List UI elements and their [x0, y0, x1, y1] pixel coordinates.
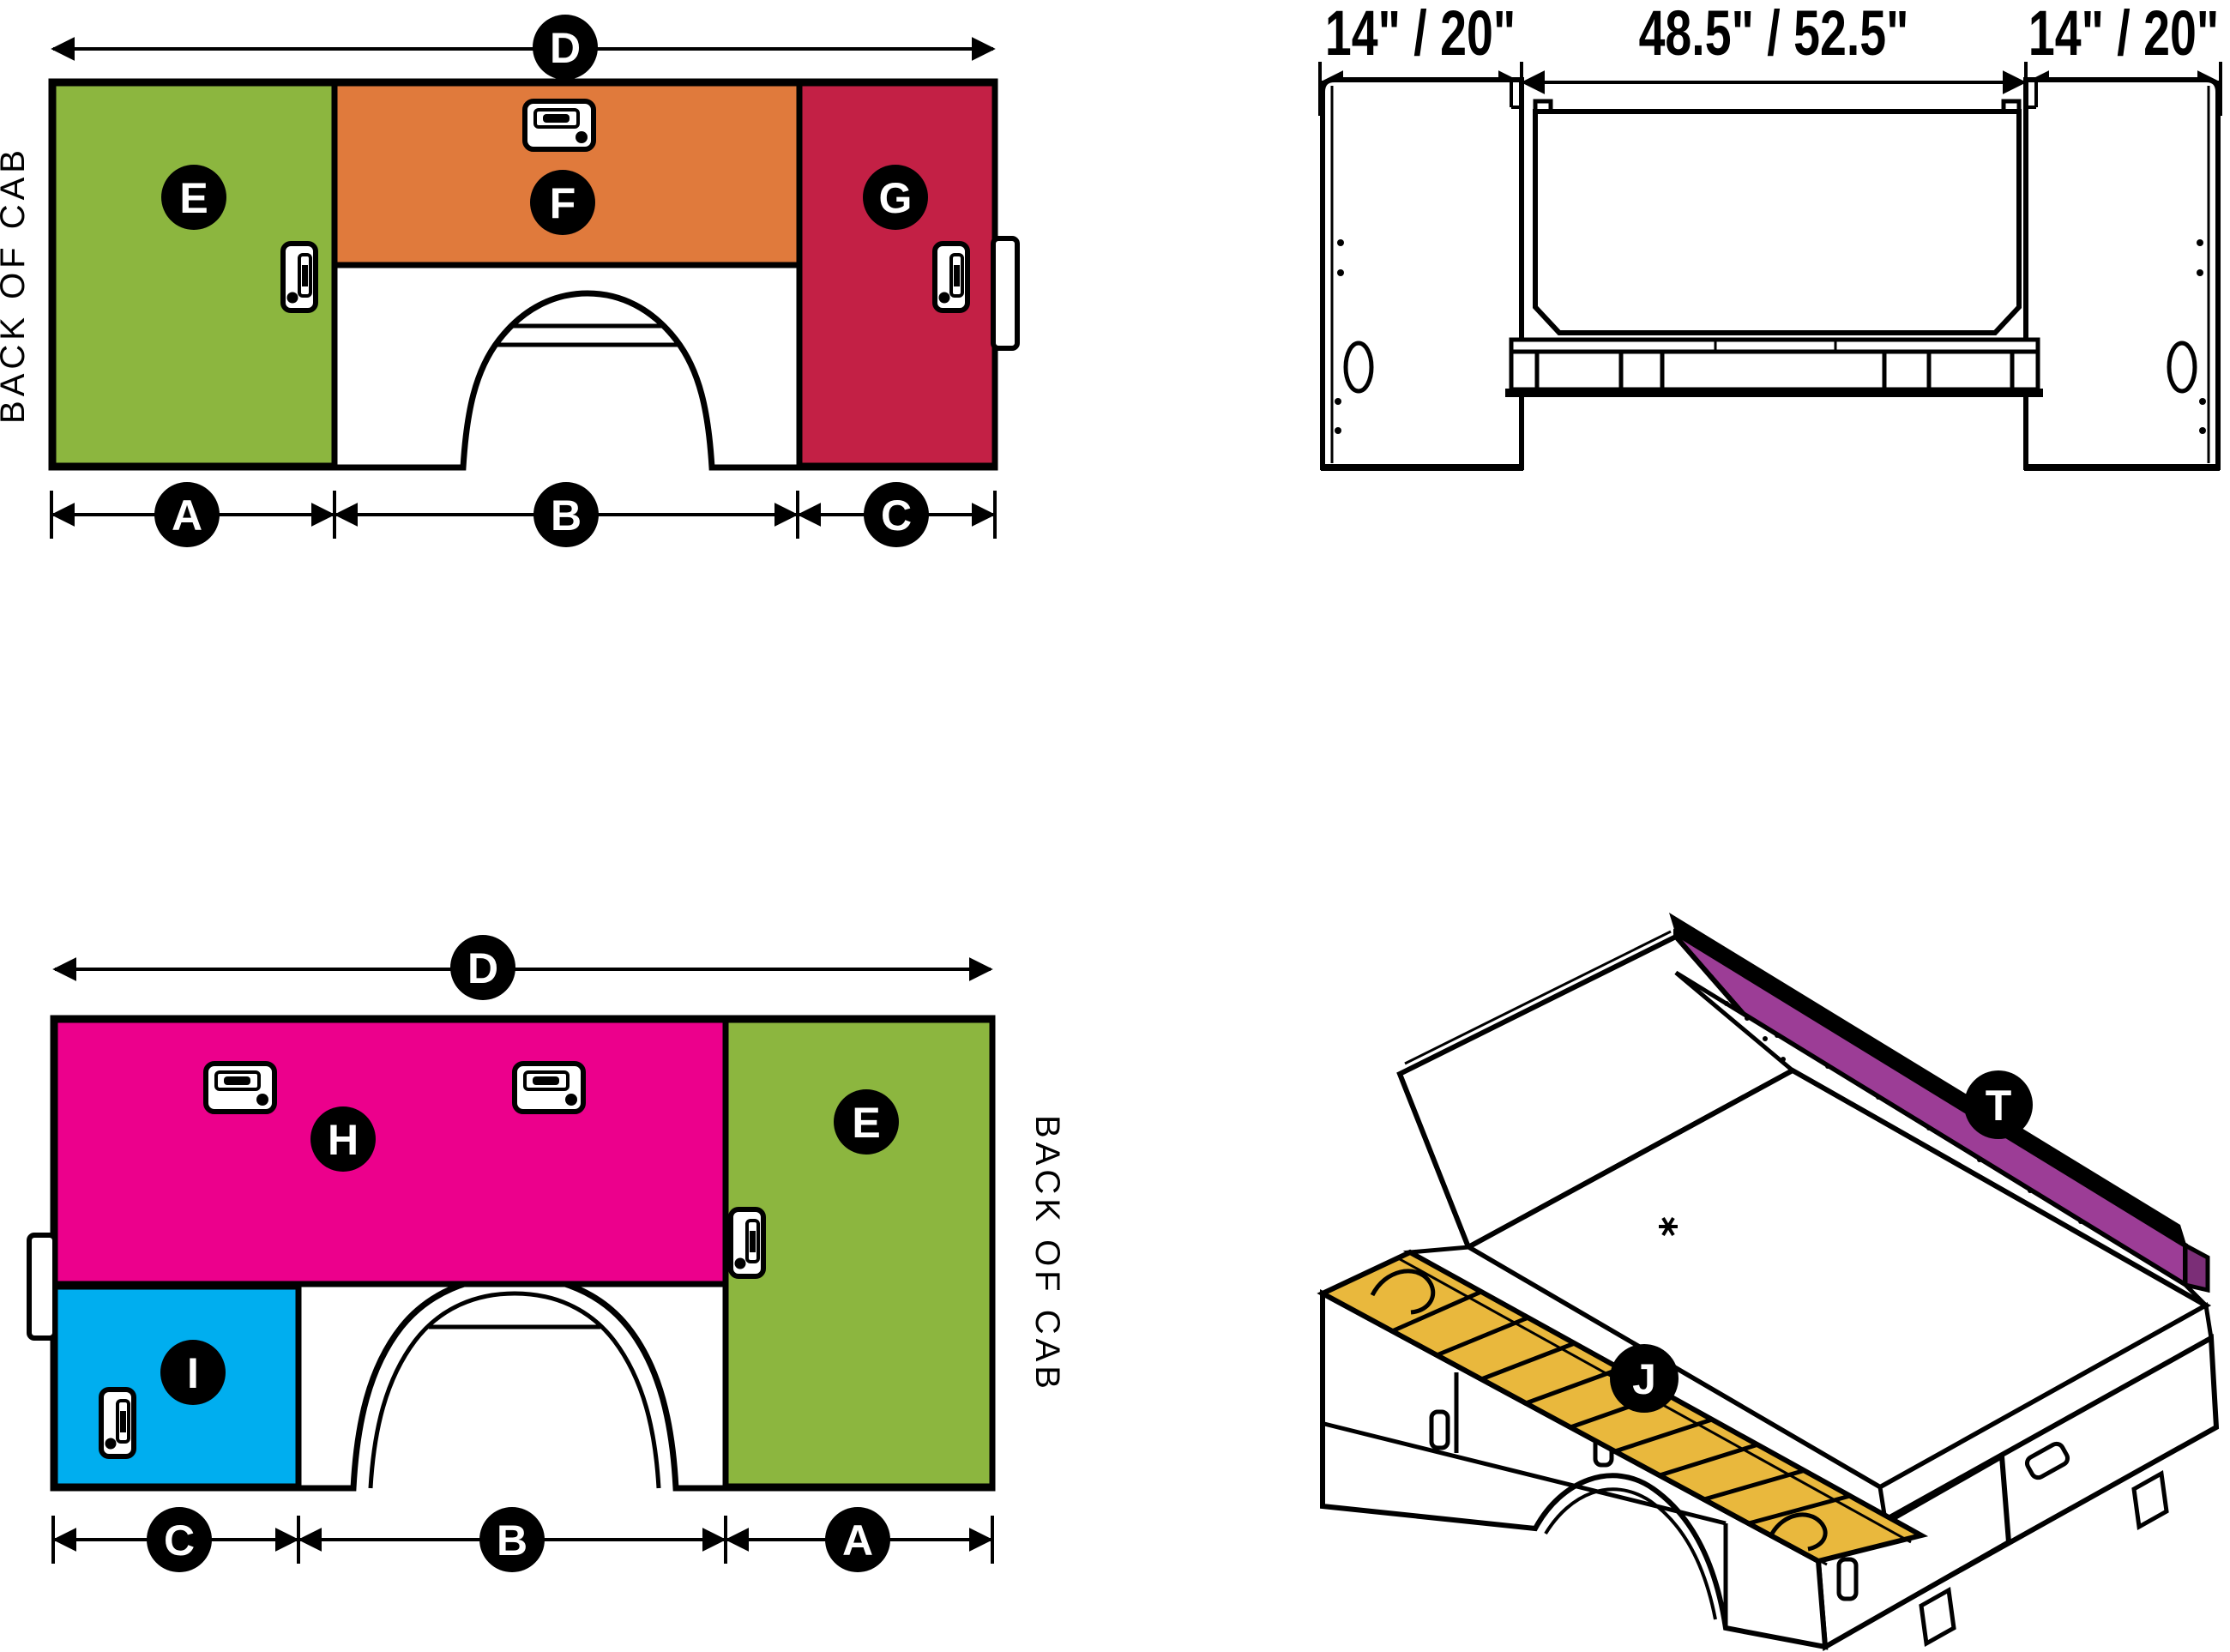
svg-text:D: D	[550, 24, 581, 72]
svg-text:F: F	[550, 179, 576, 227]
door-handle-icon	[525, 101, 594, 149]
right-compartment-tower	[2023, 77, 2221, 471]
dim-circle-d: D	[533, 15, 598, 80]
panel-h	[51, 1016, 729, 1287]
panel-label-e: E	[161, 165, 226, 230]
dim-circle-b: B	[479, 1507, 545, 1572]
svg-text:B: B	[497, 1516, 527, 1565]
svg-text:I: I	[187, 1349, 199, 1397]
dim-label-center: 48.5" / 52.5"	[1639, 0, 1909, 69]
svg-text:C: C	[881, 491, 912, 540]
rear-view: 14" / 20" 48.5" / 52.5" 14" / 20"	[1318, 0, 2222, 471]
left-compartment-tower	[1320, 77, 1524, 471]
panel-label-i: I	[160, 1340, 226, 1405]
panel-label-g: G	[863, 165, 928, 230]
label-t: T	[1964, 1070, 2033, 1139]
dim-label-right: 14" / 20"	[2028, 0, 2219, 69]
mounting-rail-assembly	[1505, 337, 2043, 397]
top-tray-j	[1317, 1249, 1929, 1566]
panel-label-e: E	[834, 1089, 899, 1155]
door-handle-icon	[283, 244, 316, 311]
svg-text:A: A	[172, 491, 202, 540]
panel-label-f: F	[530, 170, 595, 235]
back-of-cab-label: BACK OF CAB	[1028, 1115, 1066, 1393]
panel-label-h: H	[310, 1106, 376, 1172]
svg-text:D: D	[467, 944, 498, 992]
floor-tiedown-mark	[1659, 1216, 1678, 1237]
dim-circle-b: B	[533, 482, 599, 547]
door-handle-icon	[515, 1064, 583, 1112]
wheel-arch-inner	[368, 1291, 661, 1489]
svg-text:J: J	[1632, 1355, 1656, 1403]
door-handle-icon	[1429, 1409, 1450, 1450]
dim-label-left: 14" / 20"	[1325, 0, 1516, 69]
svg-text:T: T	[1986, 1082, 2012, 1130]
side-view-curbside: BACK OF CAB D H E I C B	[27, 935, 1066, 1572]
door-handle-icon	[731, 1209, 763, 1276]
dim-circle-a: A	[154, 482, 220, 547]
far-wall-top-edge	[1669, 913, 2187, 1247]
back-of-cab-label: BACK OF CAB	[0, 146, 32, 424]
tail-light-bracket	[991, 236, 1020, 351]
door-handle-icon	[1836, 1557, 1859, 1601]
near-compartment-outer-face	[1320, 1288, 1829, 1650]
svg-text:E: E	[852, 1099, 880, 1147]
door-handle-icon	[2024, 1441, 2070, 1480]
bulkhead-panel	[1533, 99, 2022, 335]
door-handle-icon	[935, 244, 967, 311]
svg-text:A: A	[842, 1516, 873, 1565]
tail-light-bracket	[27, 1233, 57, 1341]
bulkhead-top-lip	[1404, 930, 1672, 1065]
dim-circle-d: D	[450, 935, 515, 1000]
label-j: J	[1610, 1344, 1679, 1413]
tailboard-leg	[2131, 1470, 2169, 1530]
tray-hook	[1370, 1269, 1436, 1315]
top-rail-t-endcap	[2183, 1241, 2210, 1293]
rivet-dots	[1691, 954, 2083, 1224]
svg-text:H: H	[328, 1116, 359, 1164]
dim-circle-c: C	[147, 1507, 212, 1572]
svg-text:B: B	[551, 491, 582, 540]
door-seam	[1323, 1421, 1727, 1526]
wheel-arch-inner	[1544, 1487, 1717, 1620]
svg-text:C: C	[164, 1516, 195, 1565]
door-handle-icon	[101, 1390, 134, 1456]
tray-hook	[1769, 1512, 1828, 1552]
side-view-streetside: BACK OF CAB D E F G A B	[0, 15, 1020, 547]
svg-text:G: G	[879, 174, 913, 222]
door-handle-icon	[206, 1064, 274, 1112]
dim-circle-c: C	[864, 482, 929, 547]
isometric-view: J T	[1317, 913, 2220, 1651]
svg-text:E: E	[179, 174, 208, 222]
tailboard-leg	[1919, 1587, 1956, 1647]
dim-circle-a: A	[825, 1507, 890, 1572]
